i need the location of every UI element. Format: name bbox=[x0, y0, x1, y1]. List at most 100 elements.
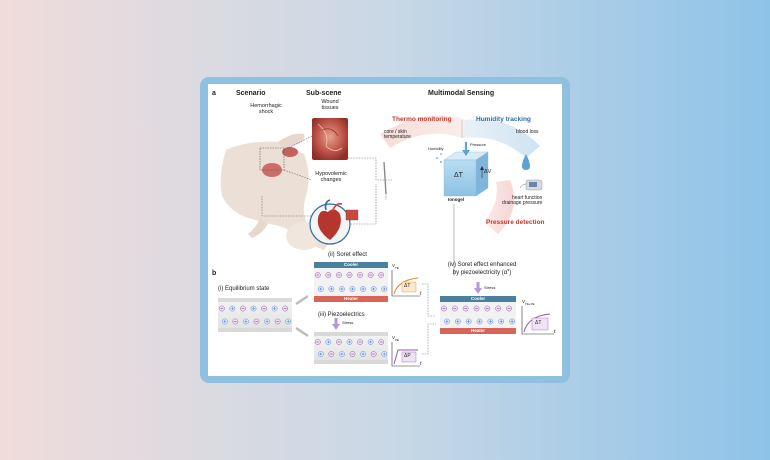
enhanced-stress-label: Stress bbox=[484, 285, 496, 290]
core-skin-label: core / skin temperature bbox=[384, 129, 411, 141]
ion-sign-icon bbox=[510, 320, 514, 323]
piezo-t-axis: t bbox=[420, 361, 422, 367]
ion-sign-icon bbox=[265, 320, 269, 323]
arrow-to-piezo bbox=[295, 327, 309, 337]
heart-line2: drainage pressure bbox=[502, 200, 543, 207]
cube-delta-t: ΔT bbox=[454, 172, 463, 179]
cube-humidity-label: Humidity bbox=[428, 146, 444, 151]
pipette-icon bbox=[383, 161, 387, 200]
piezo-delta-p: ΔP bbox=[404, 353, 411, 359]
wound-image bbox=[312, 118, 348, 160]
col-scenario: Scenario bbox=[236, 90, 266, 97]
ion-sign-icon bbox=[445, 320, 449, 323]
ion-sign-icon bbox=[348, 340, 351, 344]
panel-b-letter: b bbox=[212, 270, 217, 277]
hypo-line1: Hypovolemic bbox=[315, 171, 347, 177]
soret-v: V bbox=[392, 263, 396, 268]
equilibrium-label: (i) Equilibrium state bbox=[218, 286, 270, 292]
ion-sign-icon bbox=[478, 320, 481, 323]
enh-sup: s bbox=[507, 267, 510, 273]
sensing-arcs bbox=[380, 115, 540, 234]
equilibrium-gel bbox=[218, 298, 292, 332]
ion-sign-icon bbox=[340, 352, 344, 356]
enhanced-v-sub: TE+PE bbox=[525, 301, 535, 306]
ion-sign-icon bbox=[372, 287, 375, 291]
heart-line1: heart function bbox=[512, 195, 543, 201]
enh-close: ) bbox=[509, 270, 512, 277]
core-line2: temperature bbox=[384, 134, 411, 141]
soret-v-label: VTE bbox=[392, 263, 399, 270]
piezo-gel bbox=[314, 332, 388, 364]
cube-ionogel-label: Ionogel bbox=[448, 197, 464, 202]
ion-sign-icon bbox=[231, 307, 234, 310]
enhanced-delta-t: ΔT bbox=[535, 320, 542, 326]
blood-loss-label: blood loss bbox=[516, 129, 539, 135]
ion-sign-icon bbox=[382, 352, 386, 356]
piezo-label: (iii) Piezoelectrics bbox=[318, 312, 365, 318]
piezo-stress-arrow bbox=[332, 318, 340, 330]
thermo-monitoring-label: Thermo monitoring bbox=[392, 116, 452, 123]
enhanced-t-axis: t bbox=[554, 329, 556, 335]
piezo-stress-label: Stress bbox=[342, 320, 354, 325]
panel-a-letter: a bbox=[212, 90, 216, 97]
enhanced-plot bbox=[521, 306, 554, 335]
ionogel-cube bbox=[436, 142, 489, 197]
heart-image bbox=[309, 199, 359, 245]
soret-cooler-label: Cooler bbox=[343, 262, 359, 267]
soret-v-sub: TE bbox=[395, 265, 399, 270]
enh-line2-text: by piezoelectricity (α bbox=[452, 270, 508, 277]
humidity-tracking-label: Humidity tracking bbox=[476, 116, 531, 123]
piezo-v: V bbox=[392, 335, 396, 340]
col-subscene: Sub-scene bbox=[306, 90, 342, 97]
enhanced-label: (iv) Soret effect enhanced by piezoelect… bbox=[436, 262, 528, 277]
pressure-detection-label: Pressure detection bbox=[486, 219, 545, 226]
ion-sign-icon bbox=[223, 320, 227, 323]
soret-ions bbox=[314, 272, 388, 292]
ion-sign-icon bbox=[327, 340, 330, 344]
enhanced-heater-label: Heater bbox=[470, 328, 485, 333]
ion-sign-icon bbox=[252, 307, 255, 310]
connector-lines bbox=[261, 135, 392, 225]
ion-sign-icon bbox=[467, 320, 470, 323]
enhanced-v-label: VTE+PE bbox=[522, 299, 535, 306]
enh-line2: by piezoelectricity (αs) bbox=[436, 267, 528, 277]
soret-delta-t: ΔT bbox=[404, 283, 411, 289]
enhanced-v: V bbox=[522, 299, 526, 304]
cube-pressure-label: Pressure bbox=[470, 142, 487, 147]
hypo-line2: changes bbox=[320, 176, 342, 183]
heart-function-label: heart function drainage pressure bbox=[502, 195, 543, 207]
enh-line1: (iv) Soret effect enhanced bbox=[447, 262, 517, 268]
piezo-v-label: VPE bbox=[392, 335, 399, 342]
enhanced-stress-arrow bbox=[474, 282, 482, 294]
figure-panel: a Scenario Sub-scene Multimodal Sensing … bbox=[208, 84, 562, 376]
piezo-ions bbox=[314, 339, 388, 357]
hemorrhagic-shock-label: Hemorrhagic shock bbox=[238, 103, 294, 116]
ion-sign-icon bbox=[273, 307, 276, 310]
core-line1: core / skin bbox=[384, 129, 407, 135]
ion-sign-icon bbox=[330, 287, 333, 291]
ion-sign-icon bbox=[351, 287, 354, 291]
ion-sign-icon bbox=[361, 352, 365, 356]
ion-sign-icon bbox=[456, 320, 460, 323]
col-multimodal-sensing: Multimodal Sensing bbox=[428, 90, 495, 97]
piezo-plot bbox=[391, 342, 420, 367]
connector-to-iv bbox=[422, 283, 436, 355]
soret-t-axis: t bbox=[420, 291, 422, 297]
soret-label: (ii) Soret effect bbox=[328, 252, 367, 258]
soret-plot bbox=[391, 270, 420, 297]
ion-sign-icon bbox=[369, 340, 372, 344]
ion-sign-icon bbox=[286, 320, 290, 323]
ion-sign-icon bbox=[382, 287, 386, 291]
arrow-to-soret bbox=[295, 295, 309, 305]
wound-line1: Wound bbox=[321, 99, 339, 105]
soret-heater-label: Heater bbox=[343, 296, 358, 301]
ion-sign-icon bbox=[244, 320, 248, 323]
ion-sign-icon bbox=[499, 320, 503, 323]
equilibrium-ions bbox=[218, 305, 292, 325]
cube-delta-v: ΔV bbox=[484, 169, 492, 175]
ion-sign-icon bbox=[319, 287, 323, 291]
wound-tissues-label: Wound tissues bbox=[310, 99, 350, 112]
hemorrhagic-line2: shock bbox=[258, 108, 274, 115]
wound-line2: tissues bbox=[321, 104, 339, 111]
hemorrhagic-line1: Hemorrhagic bbox=[250, 103, 282, 109]
